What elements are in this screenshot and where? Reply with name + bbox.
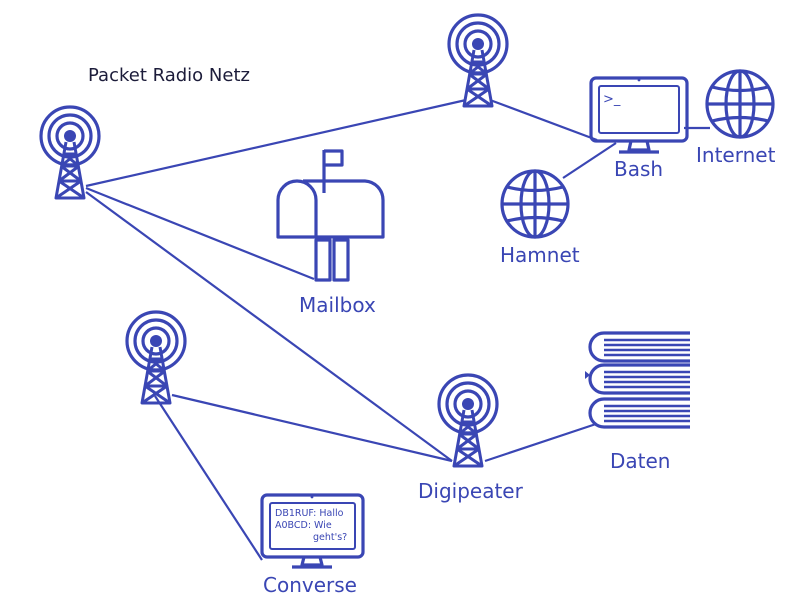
mailbox-icon — [276, 149, 385, 282]
bash-label: Bash — [614, 157, 663, 181]
globe-icon — [500, 169, 570, 239]
edge-tower-mid-to-converse — [154, 395, 263, 561]
computer-monitor-icon — [589, 76, 689, 154]
edge-digipeater-to-daten — [484, 422, 597, 463]
digipeater-label: Digipeater — [418, 479, 524, 503]
daten-label: Daten — [610, 449, 670, 473]
hamnet-label: Hamnet — [500, 243, 580, 267]
internet-label: Internet — [696, 143, 776, 167]
edge-tower-left-to-digipeater — [85, 191, 453, 462]
converse-screen-line-2: A0BCD: Wie — [275, 520, 332, 531]
bash-screen-prompt: >_ — [603, 92, 621, 107]
edge-tower-mid-to-digipeater — [171, 393, 453, 463]
converse-label: Converse — [263, 573, 357, 597]
radio-tower-icon — [447, 13, 509, 108]
computer-monitor-icon — [260, 493, 365, 569]
connections — [85, 98, 710, 561]
radio-tower-icon — [437, 373, 499, 468]
converse-screen-line-3: geht's? — [313, 532, 347, 543]
mailbox-label: Mailbox — [299, 293, 376, 317]
edge-tower-top-to-bash — [489, 98, 598, 142]
edge-tower-left-to-mailbox — [85, 186, 315, 281]
edge-tower-left-to-tower-top — [85, 98, 467, 188]
converse-screen-line-1: DB1RUF: Hallo — [275, 508, 344, 519]
radio-tower-icon — [125, 310, 187, 405]
books-icon — [585, 331, 690, 429]
globe-icon — [705, 69, 775, 139]
diagram-title: Packet Radio Netz — [88, 65, 250, 86]
edge-bash-to-hamnet — [562, 142, 617, 179]
